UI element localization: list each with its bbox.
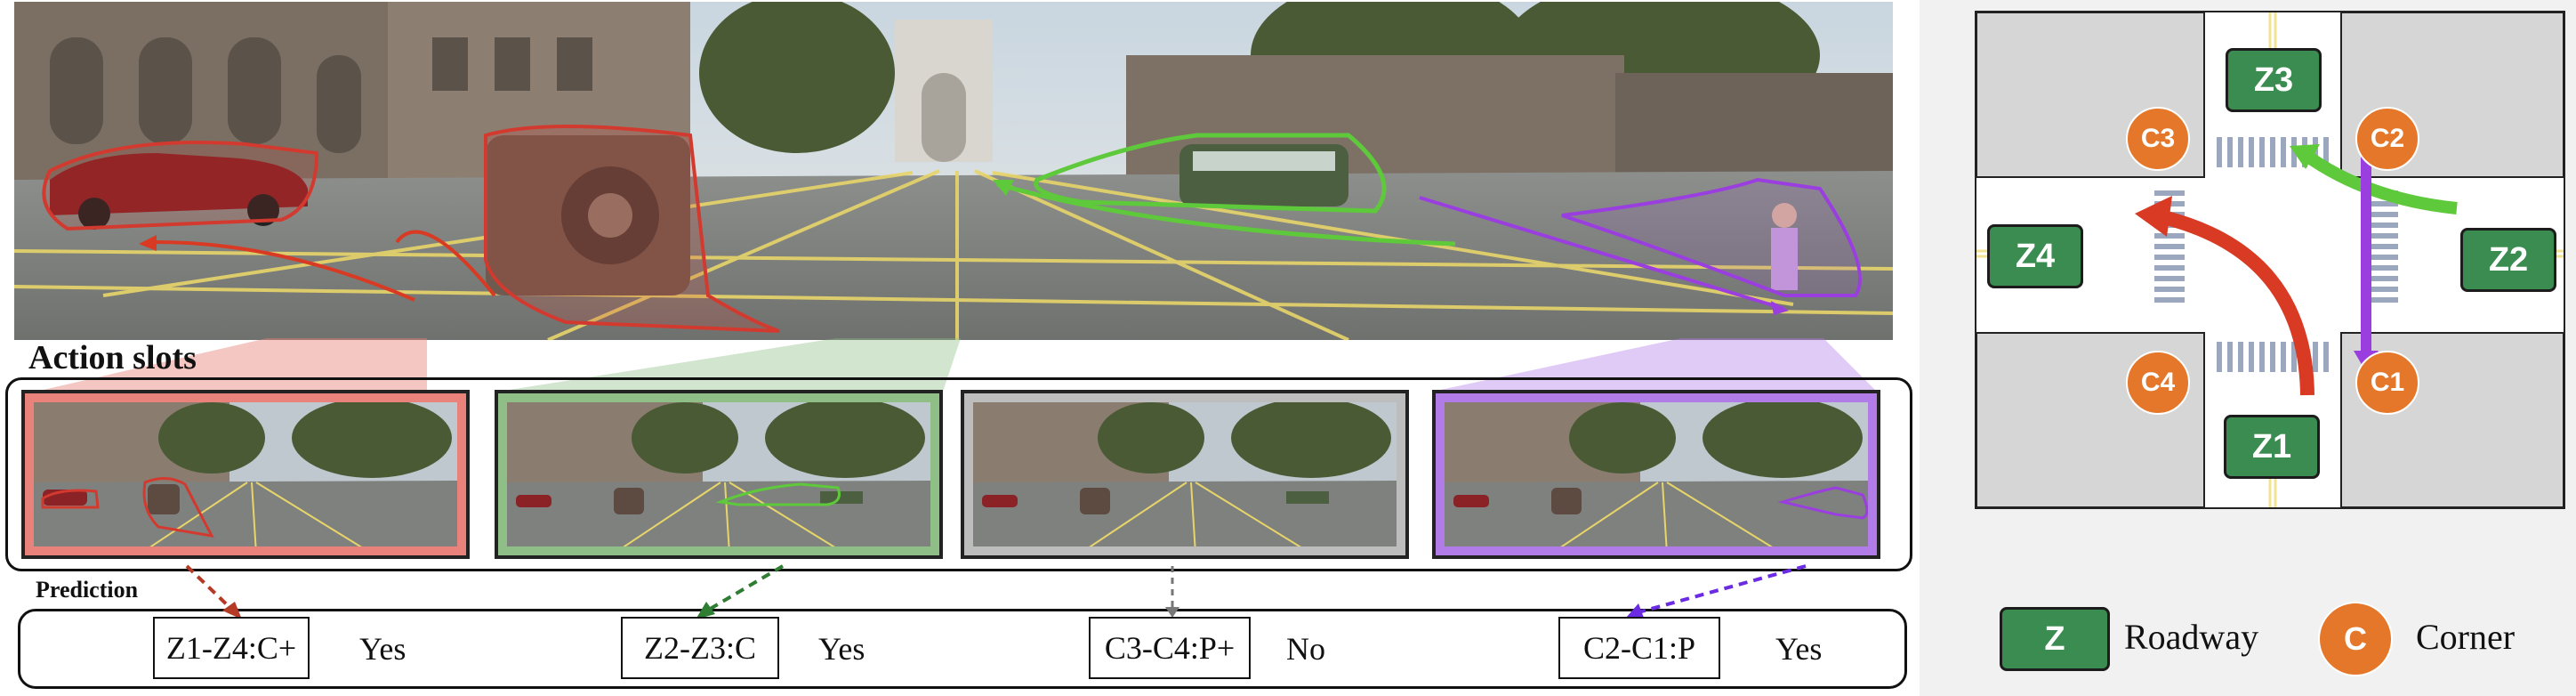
action-slot-1 bbox=[21, 390, 470, 559]
corner-c4: C4 bbox=[2126, 351, 2190, 415]
prediction-answer-4: Yes bbox=[1775, 631, 1823, 667]
prediction-code-1: Z1-Z4:C+ bbox=[153, 617, 310, 679]
zone-z1: Z1 bbox=[2224, 415, 2320, 479]
slot-4-thumbnail bbox=[1445, 402, 1868, 546]
action-slots-container bbox=[5, 377, 1912, 571]
prediction-arrows bbox=[185, 564, 1807, 619]
action-slot-4 bbox=[1432, 390, 1880, 559]
intersection-map: Z1 Z2 Z3 Z4 C1 C2 C3 C4 bbox=[1975, 11, 2565, 509]
prediction-container bbox=[18, 609, 1907, 689]
action-slots-label: Action slots bbox=[28, 339, 197, 376]
zone-z4: Z4 bbox=[1987, 224, 2083, 288]
zone-z2: Z2 bbox=[2460, 228, 2556, 292]
prediction-code-2: Z2-Z3:C bbox=[621, 617, 779, 679]
zone-z3: Z3 bbox=[2226, 48, 2322, 112]
prediction-answer-1: Yes bbox=[359, 631, 407, 667]
slot-3-thumbnail bbox=[973, 402, 1397, 546]
legend-corner-label: Corner bbox=[2416, 617, 2516, 657]
corner-c2: C2 bbox=[2355, 107, 2419, 171]
corner-c3: C3 bbox=[2126, 107, 2190, 171]
legend-zone-symbol: Z bbox=[2000, 607, 2110, 671]
prediction-answer-3: No bbox=[1286, 631, 1325, 667]
legend-zone-label: Roadway bbox=[2124, 617, 2259, 657]
prediction-code-3: C3-C4:P+ bbox=[1089, 617, 1251, 679]
slot-1-thumbnail bbox=[34, 402, 457, 546]
corner-c1: C1 bbox=[2355, 351, 2419, 415]
street-scene bbox=[14, 2, 1893, 340]
prediction-answer-2: Yes bbox=[818, 631, 865, 667]
slot-2-thumbnail bbox=[507, 402, 930, 546]
prediction-label: Prediction bbox=[36, 577, 139, 603]
action-slot-2 bbox=[495, 390, 943, 559]
action-slot-3 bbox=[961, 390, 1409, 559]
prediction-code-4: C2-C1:P bbox=[1558, 617, 1720, 679]
legend-corner-symbol: C bbox=[2318, 602, 2393, 676]
